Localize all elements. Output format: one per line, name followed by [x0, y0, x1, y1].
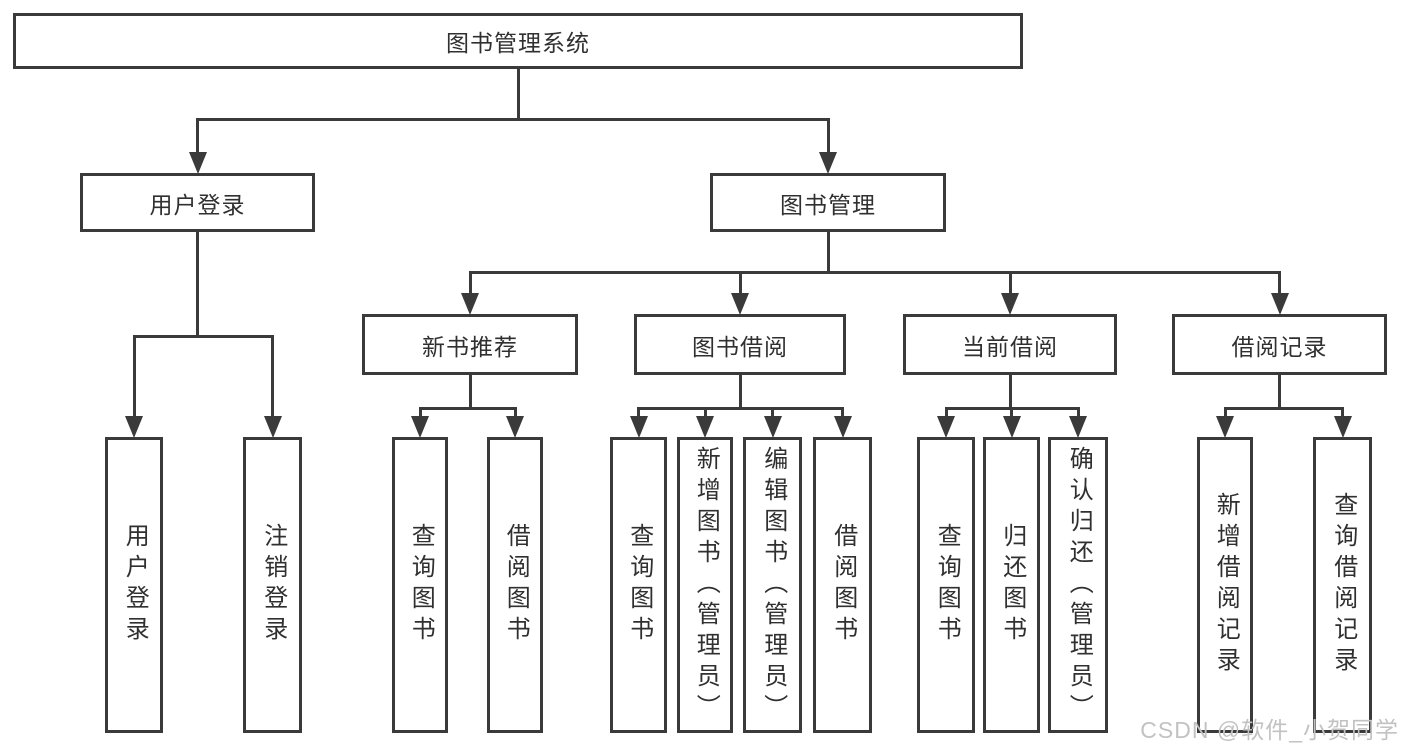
- connector-line: [738, 375, 742, 410]
- connector-line: [196, 117, 830, 121]
- arrow-down-icon: [833, 416, 852, 438]
- node-label-book-mgmt: 图书管理: [780, 191, 876, 218]
- arrow-down-icon: [1002, 416, 1021, 438]
- node-label-book-borrow: 图书借阅: [692, 333, 788, 360]
- node-br-add-record: 新增借阅记录: [1197, 437, 1253, 733]
- node-label-bb-query-book: 查询图书: [625, 523, 653, 647]
- node-label-bb-edit-book: 编辑图书（管理员）: [759, 445, 787, 725]
- arrow-down-icon: [1333, 416, 1352, 438]
- node-label-borrow-records: 借阅记录: [1231, 333, 1328, 360]
- arrow-down-icon: [1270, 293, 1289, 315]
- node-logout: 注销登录: [243, 437, 302, 733]
- arrow-down-icon: [461, 293, 479, 315]
- arrow-down-icon: [188, 152, 207, 174]
- connector-line: [826, 119, 830, 163]
- node-label-br-query-record: 查询借阅记录: [1329, 492, 1357, 678]
- node-bb-edit-book: 编辑图书（管理员）: [743, 437, 802, 733]
- node-label-login: 用户登录: [121, 523, 149, 647]
- arrow-down-icon: [411, 416, 429, 438]
- node-login: 用户登录: [105, 437, 163, 733]
- node-label-nr-query-book: 查询图书: [407, 523, 435, 647]
- connector-line: [468, 270, 1281, 274]
- arrow-down-icon: [1001, 293, 1019, 315]
- node-book-borrow: 图书借阅: [634, 314, 846, 375]
- node-nr-query-book: 查询图书: [392, 437, 448, 733]
- node-label-bb-borrow-book: 借阅图书: [829, 523, 857, 647]
- arrow-down-icon: [263, 416, 282, 438]
- node-label-cb-confirm-return: 确认归还（管理员）: [1065, 445, 1093, 725]
- node-label-cb-query-book: 查询图书: [933, 523, 961, 647]
- node-cb-query-book: 查询图书: [917, 437, 975, 733]
- node-bb-borrow-book: 借阅图书: [813, 437, 872, 733]
- node-br-query-record: 查询借阅记录: [1313, 437, 1372, 733]
- node-book-mgmt: 图书管理: [710, 173, 946, 232]
- node-borrow-records: 借阅记录: [1172, 314, 1387, 375]
- node-label-root: 图书管理系统: [446, 30, 590, 56]
- arrow-down-icon: [125, 416, 143, 438]
- node-current-borrow: 当前借阅: [903, 314, 1117, 375]
- arrow-down-icon: [1216, 416, 1234, 438]
- connector-line: [468, 272, 472, 304]
- node-nr-borrow-book: 借阅图书: [487, 437, 543, 733]
- node-bb-add-book: 新增图书（管理员）: [677, 437, 733, 733]
- connector-line: [468, 375, 472, 410]
- csdn-watermark: CSDN @软件_小贺同学: [1140, 717, 1399, 743]
- node-label-bb-add-book: 新增图书（管理员）: [692, 445, 720, 725]
- connector-line: [1008, 375, 1012, 410]
- arrow-down-icon: [731, 293, 749, 315]
- connector-line: [637, 406, 844, 410]
- connector-line: [1008, 272, 1012, 304]
- node-label-br-add-record: 新增借阅记录: [1212, 492, 1240, 678]
- connector-line: [1278, 375, 1281, 410]
- connector-line: [738, 272, 742, 304]
- arrow-down-icon: [1069, 416, 1087, 438]
- connector-line: [271, 336, 274, 427]
- arrow-down-icon: [937, 416, 955, 438]
- connector-line: [1223, 406, 1344, 410]
- node-label-cb-return-book: 归还图书: [998, 523, 1026, 647]
- connector-line: [516, 69, 520, 121]
- connector-line: [826, 232, 830, 274]
- arrow-down-icon: [629, 416, 648, 438]
- node-cb-confirm-return: 确认归还（管理员）: [1048, 437, 1108, 733]
- node-cb-return-book: 归还图书: [983, 437, 1040, 733]
- node-root: 图书管理系统: [13, 13, 1023, 69]
- connector-line: [1278, 272, 1281, 304]
- connector-line: [132, 334, 274, 338]
- connector-line: [418, 406, 517, 410]
- arrow-down-icon: [819, 152, 837, 174]
- node-bb-query-book: 查询图书: [610, 437, 667, 733]
- node-label-user-login-group: 用户登录: [149, 191, 246, 218]
- node-new-book-rec: 新书推荐: [362, 314, 578, 375]
- connector-line: [196, 232, 199, 338]
- arrow-down-icon: [763, 416, 782, 438]
- node-label-current-borrow: 当前借阅: [962, 333, 1058, 360]
- connector-line: [132, 336, 136, 427]
- node-label-nr-borrow-book: 借阅图书: [502, 523, 530, 647]
- arrow-down-icon: [506, 416, 524, 438]
- node-label-logout: 注销登录: [259, 523, 287, 647]
- node-user-login-group: 用户登录: [80, 173, 315, 232]
- arrow-down-icon: [696, 416, 714, 438]
- node-label-new-book-rec: 新书推荐: [422, 333, 518, 360]
- connector-line: [196, 119, 199, 163]
